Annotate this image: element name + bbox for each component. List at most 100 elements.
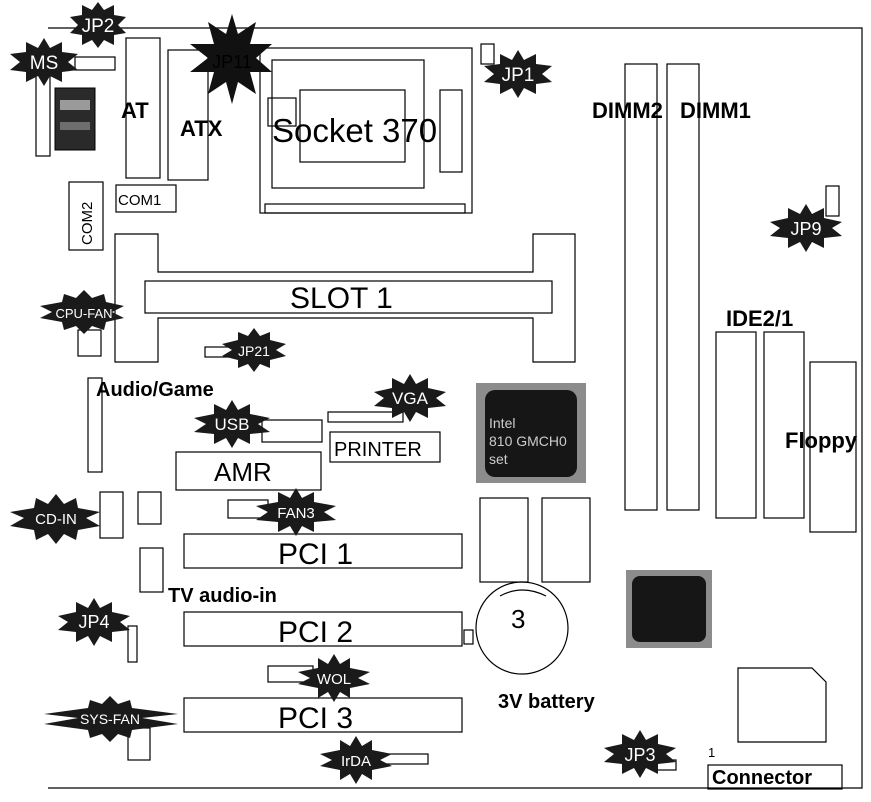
ms-label: MS: [30, 53, 59, 74]
audio-jack-highlight: [60, 100, 90, 110]
vga-label: VGA: [392, 389, 429, 408]
dimm1-label: DIMM1: [680, 98, 751, 123]
dimm1-slot: [666, 63, 700, 511]
wol-label: WOL: [317, 671, 351, 688]
jp4-pins: [127, 625, 138, 663]
south-bridge-core: [632, 576, 706, 642]
wol-callout: WOL: [298, 654, 370, 702]
cd-in-header: [99, 491, 124, 539]
socket-bar: [264, 203, 466, 214]
jp2-label: JP2: [82, 16, 115, 37]
printer-label: PRINTER: [334, 439, 422, 461]
battery-label: 3V battery: [498, 691, 596, 713]
pci3-slot: [183, 697, 463, 733]
cpu-fan-label: CPU-FAN: [55, 306, 112, 321]
intel-chip-core: [485, 390, 577, 477]
usb-label: USB: [215, 415, 250, 434]
jp3-callout: JP3: [604, 730, 676, 778]
jp4-label: JP4: [78, 612, 109, 632]
irda-burst: [320, 736, 392, 784]
jp1-pins: [480, 43, 495, 65]
chip-label-line3: set: [489, 451, 508, 467]
com2-label: COM2: [79, 202, 96, 245]
slot1-connector: [144, 280, 553, 314]
vga-callout: VGA: [374, 374, 446, 422]
amr-slot: [175, 451, 322, 491]
ms-burst: [10, 38, 78, 86]
bios-chip-2: [541, 497, 591, 583]
cd-in-label: CD-IN: [35, 511, 77, 528]
jp3-label: JP3: [624, 745, 655, 765]
super-io-chip: [737, 667, 827, 743]
battery-clip: [499, 589, 547, 597]
jp9-burst: [770, 204, 842, 252]
socket-key: [267, 97, 297, 127]
audio-jack-stack: [54, 87, 96, 151]
jp1-callout: JP1: [484, 50, 552, 98]
jp2-burst: [70, 2, 126, 48]
cpu-fan-callout: CPU-FAN: [40, 290, 124, 334]
printer-header: [329, 431, 441, 463]
ide1-connector: [763, 331, 805, 519]
tv-audio-label: TV audio-in: [168, 585, 277, 607]
jp11-label: JP11: [212, 52, 252, 72]
fan3-burst: [256, 488, 336, 536]
vga-header: [327, 411, 404, 423]
wol-burst: [298, 654, 370, 702]
usb-callout: USB: [194, 400, 270, 448]
cpu-fan-header: [77, 329, 102, 357]
fan3-callout: FAN3: [256, 488, 336, 536]
socket-lever: [439, 89, 463, 173]
cd-in-burst: [10, 494, 100, 544]
chip-label-line1: Intel: [489, 415, 515, 431]
jp11-burst: [190, 14, 272, 104]
sys-fan-callout: SYS-FAN: [44, 696, 178, 742]
battery: [475, 581, 569, 675]
usb-header: [261, 419, 323, 443]
socket-370-inner: [271, 59, 425, 189]
usb-burst: [194, 400, 270, 448]
cd-in-callout: CD-IN: [10, 494, 100, 544]
ps2-connector: [74, 56, 116, 71]
aux-header: [137, 491, 162, 525]
pci3-label: PCI 3: [278, 702, 353, 735]
board-outline: [48, 27, 863, 789]
jp21-label: JP21: [238, 343, 270, 359]
at-label: AT: [121, 98, 149, 123]
jp1-label: JP1: [502, 65, 535, 86]
com2-header: [68, 181, 104, 251]
bios-chip-1: [479, 497, 529, 583]
jp4-burst: [58, 598, 130, 646]
jp11-callout: JP11: [190, 14, 272, 104]
sys-fan-label: SYS-FAN: [80, 711, 140, 727]
at-power-connector: [125, 37, 161, 179]
back-bracket: [35, 71, 51, 157]
cpu-fan-burst: [40, 290, 124, 334]
com1-label: COM1: [118, 192, 161, 209]
audio-game-label: Audio/Game: [96, 379, 214, 401]
jp9-pins: [825, 185, 840, 217]
connector-label: Connector: [712, 767, 812, 789]
pci1-slot: [183, 533, 463, 569]
jp9-label: JP9: [790, 219, 821, 239]
jp1-burst: [484, 50, 552, 98]
dimm2-label: DIMM2: [592, 98, 663, 123]
battery-num-label: 3: [511, 604, 525, 634]
atx-label: ATX: [180, 116, 223, 141]
pin1-label: 1: [708, 745, 715, 760]
slot1-label: SLOT 1: [290, 282, 393, 315]
com1-header: [115, 184, 177, 213]
jp3-burst: [604, 730, 676, 778]
irda-label: IrDA: [341, 753, 371, 770]
socket-label: Socket 370: [272, 112, 437, 149]
slot1-frame: [114, 233, 576, 363]
pci2-slot: [183, 611, 463, 647]
floppy-label: Floppy: [785, 428, 858, 453]
pci2-label: PCI 2: [278, 616, 353, 649]
jp21-burst: [222, 328, 286, 372]
jp2-callout: JP2: [70, 2, 126, 48]
tv-audio-header: [139, 547, 164, 593]
vga-burst: [374, 374, 446, 422]
atx-power-connector: [167, 49, 209, 181]
